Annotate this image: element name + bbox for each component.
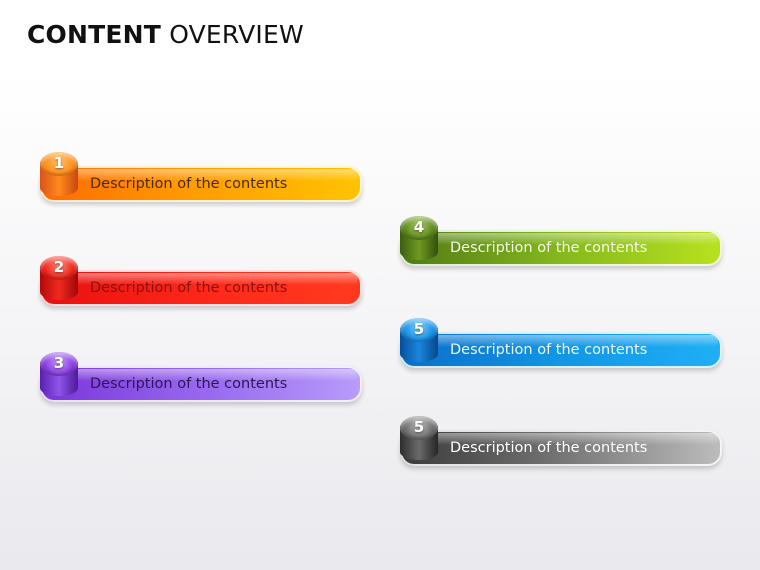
title-light-part: OVERVIEW bbox=[169, 20, 304, 49]
item-number: 3 bbox=[53, 354, 65, 372]
number-cylinder-icon: 4 bbox=[400, 216, 438, 266]
title-bold-part: CONTENT bbox=[27, 20, 162, 49]
number-cylinder-icon: 2 bbox=[40, 256, 78, 306]
content-item-1: Description of the contents 1 bbox=[40, 152, 362, 202]
item-bar: Description of the contents bbox=[40, 270, 362, 306]
item-number: 5 bbox=[413, 320, 425, 338]
item-number: 4 bbox=[413, 218, 425, 236]
content-item-5: Description of the contents 5 bbox=[400, 318, 722, 368]
number-cylinder-icon: 5 bbox=[400, 416, 438, 466]
item-description: Description of the contents bbox=[450, 342, 648, 358]
content-item-6: Description of the contents 5 bbox=[400, 416, 722, 466]
item-number: 1 bbox=[53, 154, 65, 172]
item-number: 2 bbox=[53, 258, 65, 276]
item-description: Description of the contents bbox=[90, 280, 288, 296]
item-bar: Description of the contents bbox=[400, 332, 722, 368]
item-bar: Description of the contents bbox=[400, 430, 722, 466]
item-description: Description of the contents bbox=[450, 440, 648, 456]
number-cylinder-icon: 1 bbox=[40, 152, 78, 202]
item-description: Description of the contents bbox=[90, 176, 288, 192]
number-cylinder-icon: 5 bbox=[400, 318, 438, 368]
content-item-4: Description of the contents 4 bbox=[400, 216, 722, 266]
item-description: Description of the contents bbox=[90, 376, 288, 392]
content-item-2: Description of the contents 2 bbox=[40, 256, 362, 306]
item-number: 5 bbox=[413, 418, 425, 436]
item-bar: Description of the contents bbox=[400, 230, 722, 266]
item-description: Description of the contents bbox=[450, 240, 648, 256]
item-bar: Description of the contents bbox=[40, 366, 362, 402]
content-item-3: Description of the contents 3 bbox=[40, 352, 362, 402]
page-title: CONTENT OVERVIEW bbox=[27, 19, 304, 51]
number-cylinder-icon: 3 bbox=[40, 352, 78, 402]
item-bar: Description of the contents bbox=[40, 166, 362, 202]
